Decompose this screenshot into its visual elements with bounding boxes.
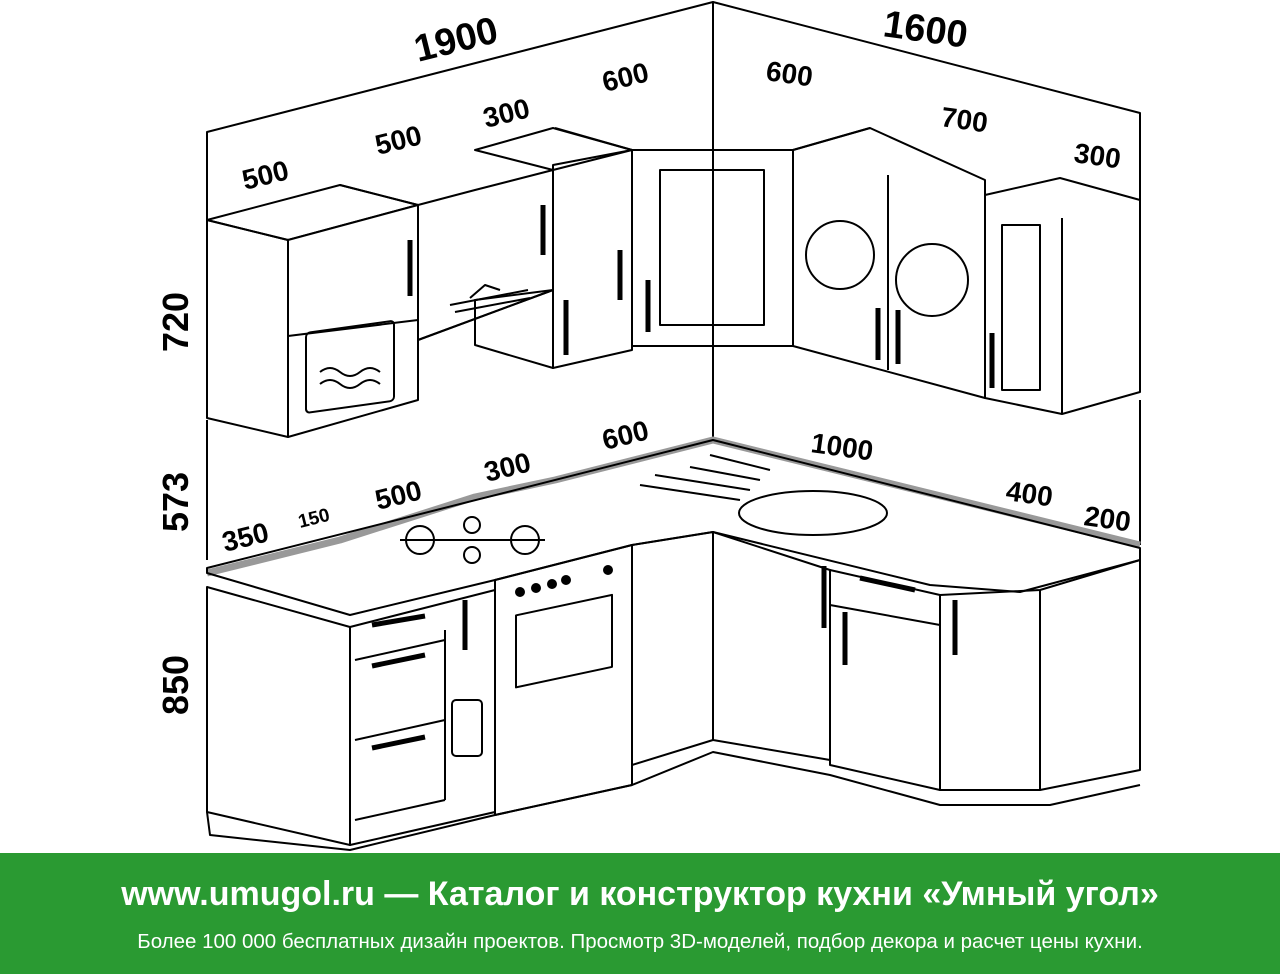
dim-lower-2: 150 — [296, 505, 332, 533]
dim-lower-8: 200 — [1082, 500, 1133, 537]
dim-lower-3: 500 — [372, 474, 425, 515]
dim-height-gap: 573 — [155, 472, 196, 532]
dim-lower-7: 400 — [1004, 475, 1055, 512]
dim-upper-3: 300 — [480, 92, 533, 133]
dim-lower-1: 350 — [219, 516, 272, 557]
dim-lower-6: 1000 — [809, 427, 875, 466]
dim-lower-5: 600 — [599, 414, 652, 455]
kitchen-drawing: 1900 1600 500 500 300 600 600 700 300 72… — [155, 1, 1141, 851]
footer-banner: www.umugol.ru — Каталог и конструктор ку… — [0, 853, 1280, 974]
dim-upper-4: 600 — [599, 56, 652, 97]
kitchen-diagram: 1900 1600 500 500 300 600 600 700 300 72… — [155, 1, 1141, 851]
footer-subtitle: Более 100 000 бесплатных дизайн проектов… — [137, 930, 1143, 953]
footer-title-link[interactable]: www.umugol.ru — Каталог и конструктор ку… — [121, 875, 1159, 913]
countertop — [206, 436, 1141, 616]
dim-upper-5: 600 — [764, 55, 815, 92]
dimension-lines — [206, 1, 1141, 560]
dim-height-upper: 720 — [155, 292, 196, 352]
dim-upper-1: 500 — [239, 154, 292, 195]
upper-cabinets — [206, 127, 1141, 438]
dim-height-lower: 850 — [155, 655, 196, 715]
dim-lower-4: 300 — [481, 446, 534, 487]
dim-upper-2: 500 — [372, 119, 425, 160]
lower-cabinets — [206, 531, 1141, 851]
dim-upper-6: 700 — [939, 101, 990, 138]
dim-left-wall-total: 1900 — [410, 10, 502, 71]
dim-upper-7: 300 — [1072, 137, 1123, 174]
